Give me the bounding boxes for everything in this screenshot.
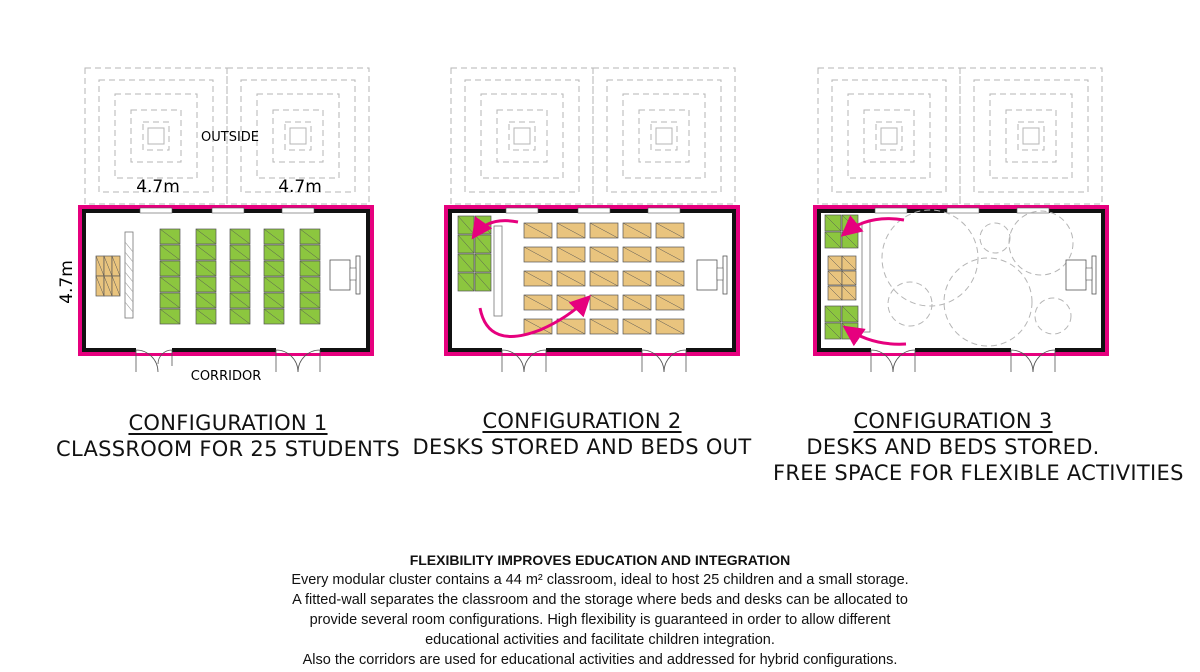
depth-dimension: 4.7m bbox=[57, 260, 77, 304]
configuration-3-caption: CONFIGURATION 3 DESKS AND BEDS STORED. F… bbox=[773, 408, 1184, 486]
configuration-1-description: CLASSROOM FOR 25 STUDENTS bbox=[56, 437, 400, 461]
canopy-module bbox=[84, 67, 228, 205]
door-left bbox=[501, 347, 547, 373]
fitted-wall bbox=[124, 231, 134, 319]
description-block: FLEXIBILITY IMPROVES EDUCATION AND INTEG… bbox=[185, 550, 1015, 670]
fitted-wall bbox=[861, 221, 871, 333]
configuration-2-caption: CONFIGURATION 2 DESKS STORED AND BEDS OU… bbox=[402, 408, 762, 460]
door-right bbox=[641, 347, 687, 373]
activity-circle bbox=[943, 257, 1033, 347]
width-dimension-1: 4.7m bbox=[136, 177, 180, 197]
door-left bbox=[135, 347, 173, 373]
arrow-beds-stored bbox=[842, 325, 907, 347]
door-right bbox=[1010, 347, 1056, 373]
arrow-beds-out bbox=[478, 295, 591, 338]
plan-1-outline bbox=[78, 205, 374, 356]
description-line-2: A fitted-wall separates the classroom an… bbox=[292, 592, 908, 608]
arrow-desks-to-storage bbox=[471, 216, 519, 240]
activity-circle bbox=[887, 281, 933, 327]
arrow-desks-stored bbox=[840, 215, 905, 237]
door-right bbox=[275, 347, 321, 373]
door-left bbox=[870, 347, 916, 373]
teacher-desk bbox=[1065, 255, 1097, 295]
corridor-label: CORRIDOR bbox=[191, 369, 261, 384]
configuration-1-caption: CONFIGURATION 1 CLASSROOM FOR 25 STUDENT… bbox=[48, 410, 408, 462]
canopy-module bbox=[592, 67, 736, 205]
activity-circle bbox=[881, 209, 979, 307]
configuration-2-description: DESKS STORED AND BEDS OUT bbox=[412, 435, 752, 459]
activity-circle bbox=[1034, 297, 1072, 335]
window bbox=[281, 207, 315, 214]
canopy-module bbox=[450, 67, 594, 205]
plan-3-walls bbox=[817, 209, 1105, 352]
activity-circle bbox=[1008, 210, 1074, 276]
floor-plans: OUTSIDE 4.7m 4.7m 4.7m CORRIDOR bbox=[57, 67, 1109, 384]
beds-grid bbox=[523, 222, 685, 335]
description-heading: FLEXIBILITY IMPROVES EDUCATION AND INTEG… bbox=[409, 552, 791, 568]
configuration-3-title: CONFIGURATION 3 bbox=[853, 409, 1053, 433]
activity-circle bbox=[979, 222, 1011, 254]
description-line-3: provide several room configurations. Hig… bbox=[309, 612, 891, 628]
teacher-desk bbox=[696, 255, 728, 295]
configuration-3-description-line-2: FREE SPACE FOR FLEXIBLE ACTIVITIES bbox=[773, 461, 1184, 485]
canopy-module bbox=[226, 67, 370, 205]
free-activity-zones bbox=[881, 209, 1074, 347]
desks-grid bbox=[159, 228, 321, 325]
canopy-module bbox=[817, 67, 961, 205]
plan-configuration-2 bbox=[444, 205, 740, 373]
fitted-wall bbox=[493, 225, 503, 317]
plan-3-outline bbox=[813, 205, 1109, 356]
window bbox=[211, 207, 245, 214]
description-line-1: Every modular cluster contains a 44 m² c… bbox=[291, 572, 909, 588]
window bbox=[139, 207, 173, 214]
outside-label: OUTSIDE bbox=[201, 130, 259, 145]
stored-beds bbox=[95, 255, 121, 297]
configuration-2-title: CONFIGURATION 2 bbox=[482, 409, 682, 433]
plan-configuration-3 bbox=[813, 205, 1109, 373]
teacher-desk bbox=[329, 255, 361, 295]
stored-desks bbox=[457, 215, 492, 292]
description-line-5: Also the corridors are used for educatio… bbox=[302, 652, 898, 668]
description-line-4: educational activities and facilitate ch… bbox=[425, 632, 775, 648]
configuration-3-description-line-1: DESKS AND BEDS STORED. bbox=[806, 435, 1100, 459]
plan-2-outline bbox=[444, 205, 740, 356]
configuration-1-title: CONFIGURATION 1 bbox=[128, 411, 328, 435]
plan-configuration-1: OUTSIDE 4.7m 4.7m 4.7m CORRIDOR bbox=[57, 130, 374, 384]
outside-canopy-modules bbox=[84, 67, 1103, 205]
canopy-module bbox=[959, 67, 1103, 205]
width-dimension-2: 4.7m bbox=[278, 177, 322, 197]
